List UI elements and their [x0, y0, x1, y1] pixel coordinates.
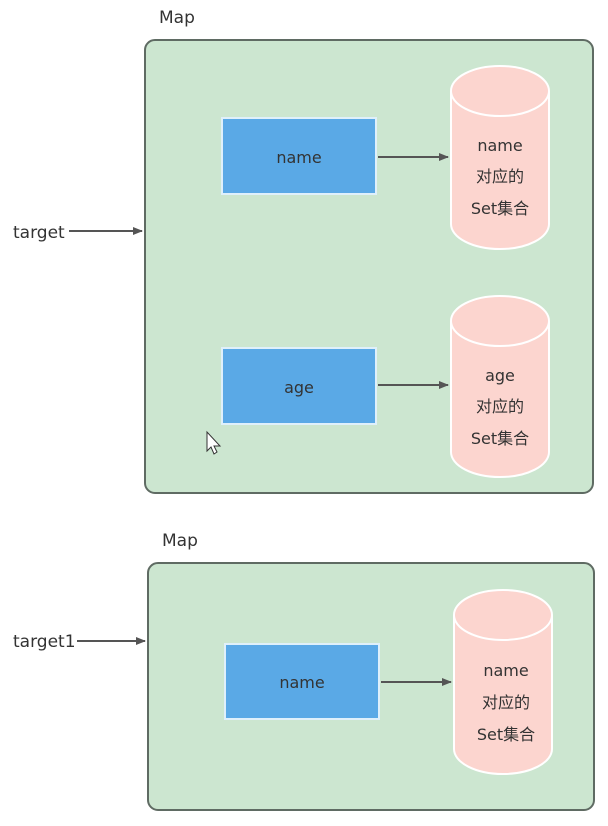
- bottom-key-box-name: [224, 643, 380, 720]
- top-set-line3-age: Set集合: [471, 429, 529, 448]
- bottom-entry-name: name name 对应的 Set集合: [224, 589, 553, 775]
- top-key-label-age: age: [284, 378, 314, 397]
- top-set-line1-name: name: [477, 136, 522, 155]
- top-key-box-name: [221, 117, 377, 195]
- bottom-map-group: Map target1 name name 对应的 Set集合: [13, 531, 595, 811]
- top-set-line1-age: age: [485, 366, 515, 385]
- bottom-set-line3-name: Set集合: [477, 725, 535, 744]
- top-set-line3-name: Set集合: [471, 199, 529, 218]
- bottom-target-label: target1: [13, 632, 76, 652]
- bottom-set-line2-name: 对应的: [482, 693, 530, 712]
- top-entry-age: age age 对应的 Set集合: [221, 295, 550, 478]
- top-set-line2-age: 对应的: [476, 397, 524, 416]
- top-key-box-age: [221, 347, 377, 425]
- top-target-label: target: [13, 223, 65, 243]
- top-set-line2-name: 对应的: [476, 167, 524, 186]
- top-key-label-name: name: [276, 148, 321, 167]
- top-set-cylinder-age: [450, 295, 550, 478]
- bottom-set-line1-name: name: [483, 661, 528, 680]
- bottom-set-cylinder-name: [453, 589, 553, 775]
- top-set-cylinder-name: [450, 65, 550, 250]
- top-entry-name: name name 对应的 Set集合: [221, 65, 550, 250]
- mouse-pointer-icon: [206, 430, 222, 455]
- bottom-map-label: Map: [162, 531, 198, 551]
- top-map-label: Map: [159, 8, 195, 28]
- bottom-key-label-name: name: [279, 673, 324, 692]
- top-map-group: Map target name name 对应的 Set集合 age: [13, 8, 594, 494]
